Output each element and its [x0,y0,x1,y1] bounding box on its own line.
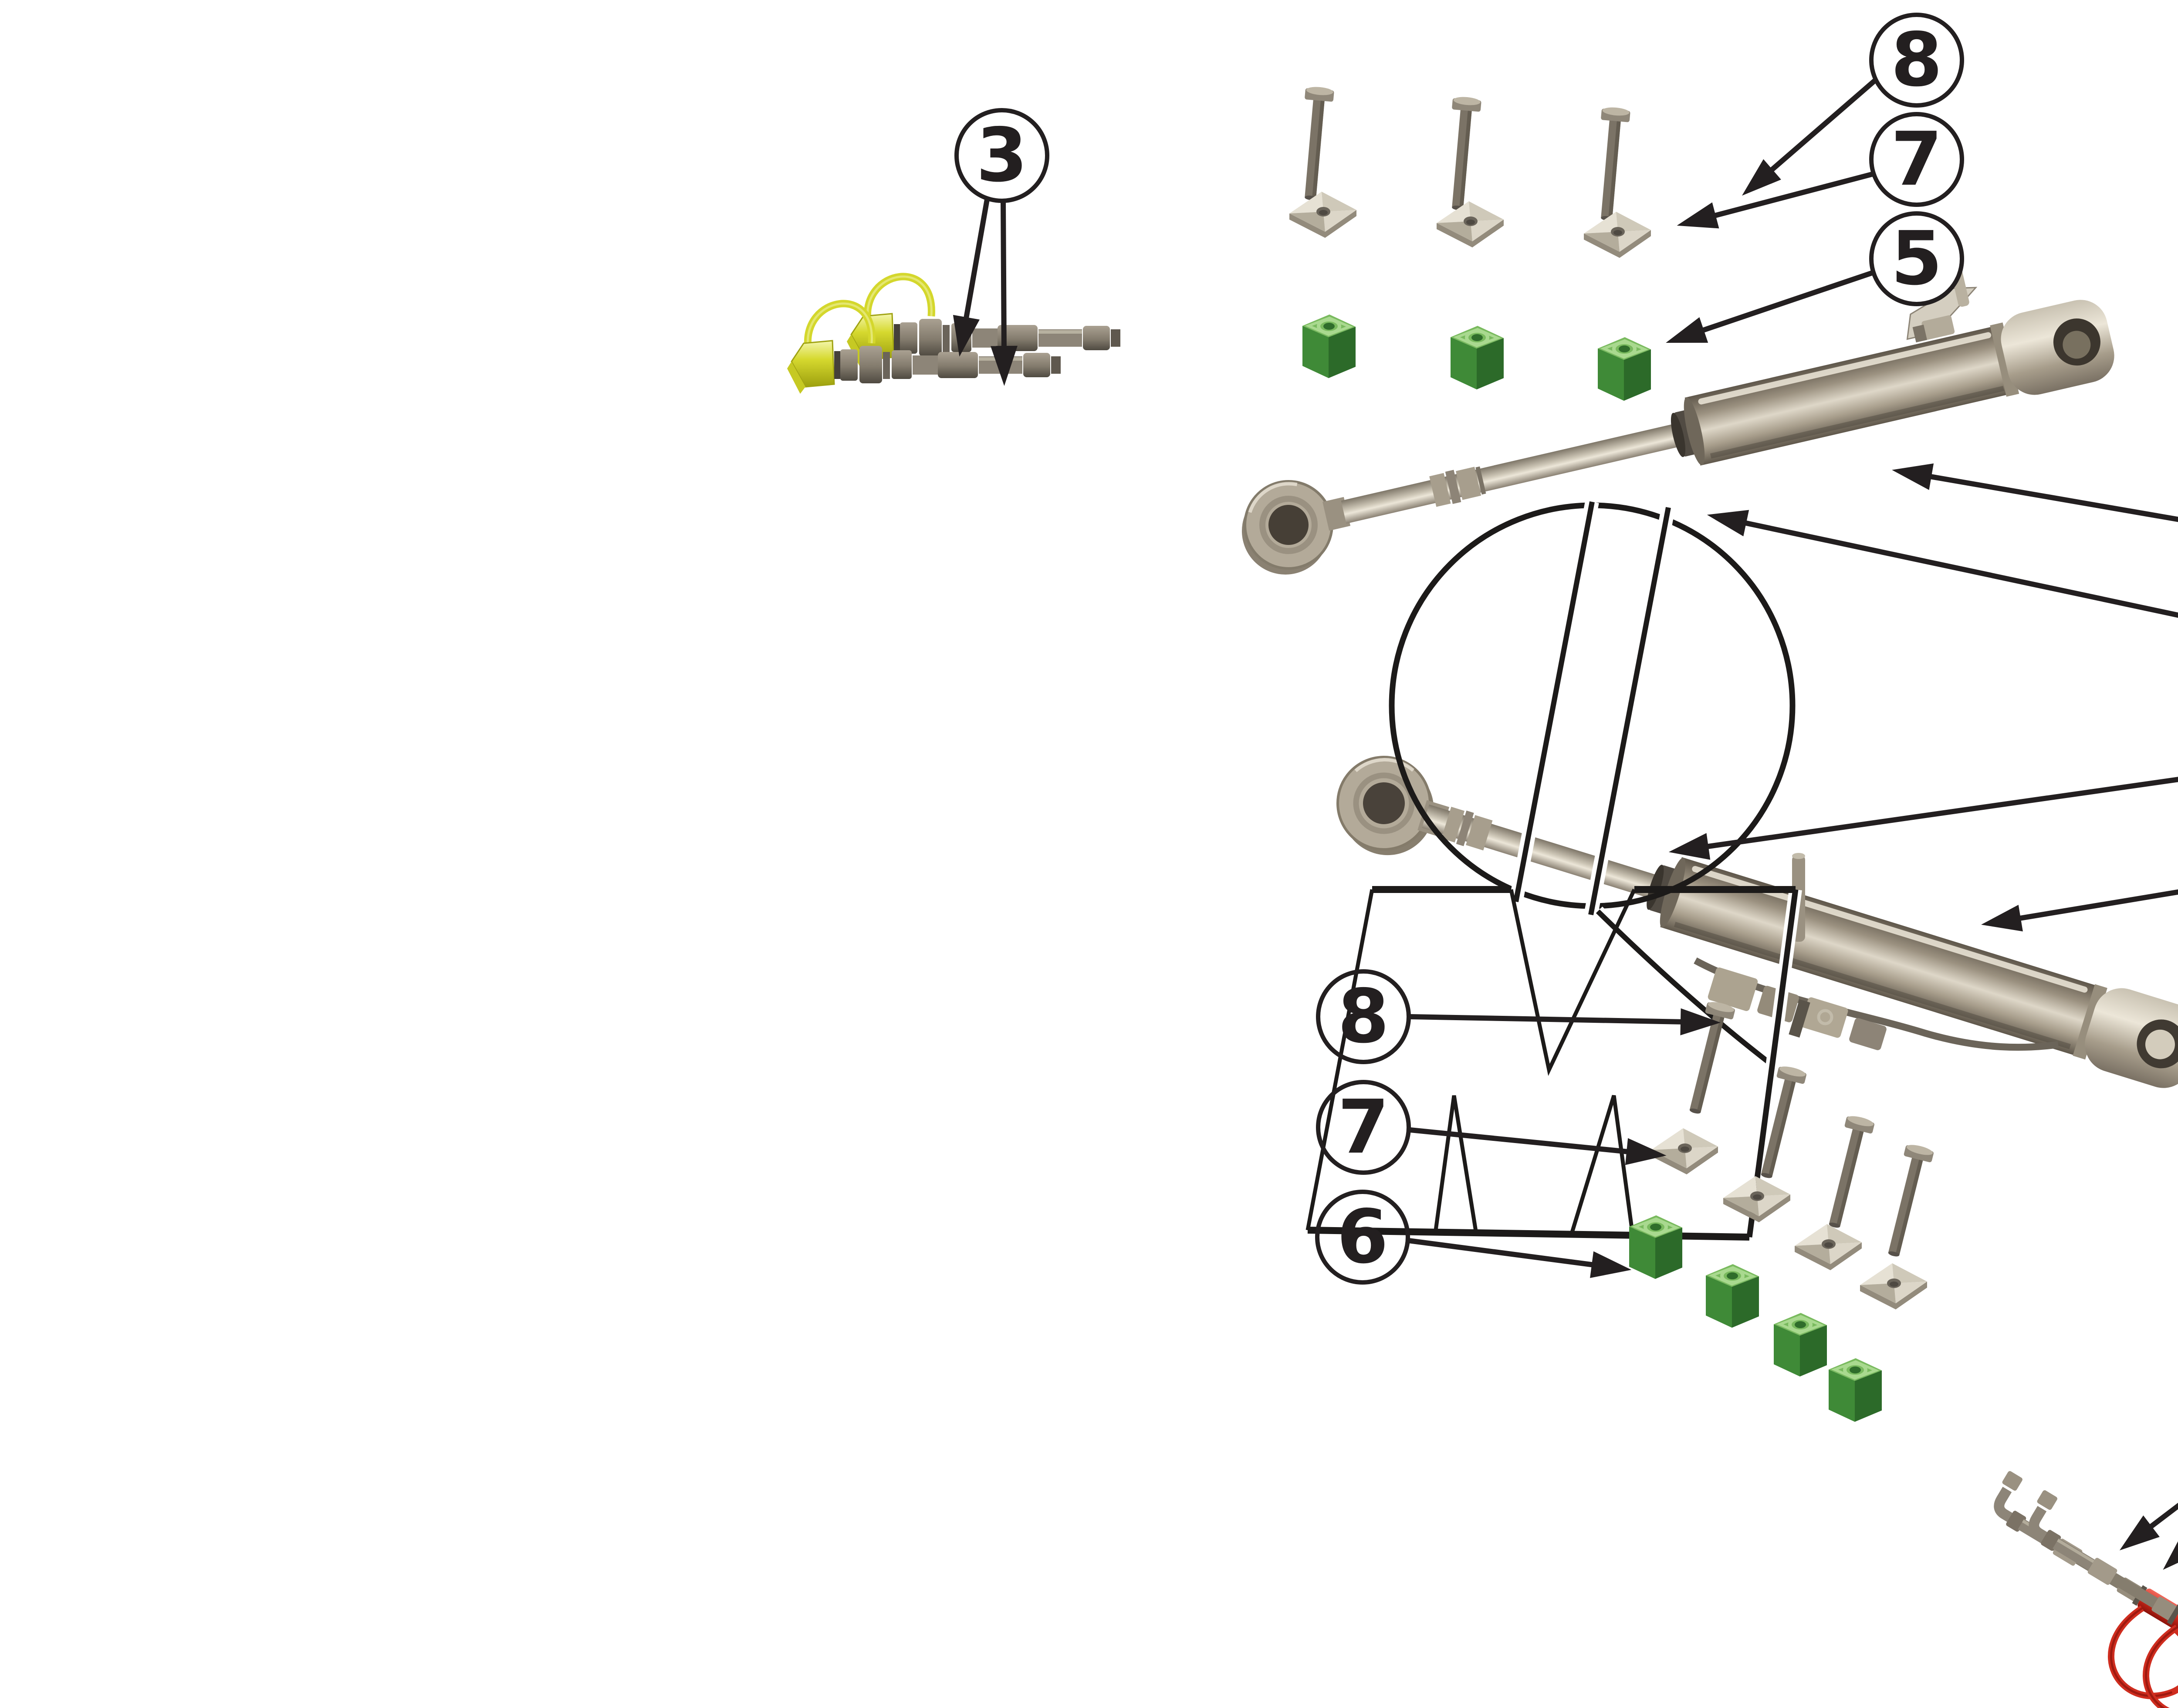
callout-8-bottom-label: 8 [1338,974,1389,1060]
rod-eye-hole-2 [1363,782,1405,824]
leader-3-b [990,200,1018,386]
plate-bottom-1 [1651,1128,1718,1174]
green-block-top-1 [1302,315,1356,378]
plate-top-1 [1289,192,1356,238]
cylinder-barrel-upper [1684,325,2015,466]
detail-circle [1389,501,1796,1071]
leader-4-a [2119,1502,2178,1551]
leader-8-bottom [1410,1008,1721,1035]
leader-1-1 [1707,510,2178,618]
leader-1 [1892,463,2178,522]
hose-end-set [1944,1470,2178,1708]
plate-top-2 [1437,201,1504,247]
bolt-bottom-3 [1820,1114,1876,1231]
bolt-bottom-4 [1879,1143,1935,1260]
callout-8-bottom: 8 [1316,969,1411,1064]
green-block-bottom-1 [1629,1215,1682,1279]
detail-arc [1596,909,1775,1068]
callout-7-bottom-label: 7 [1338,1084,1389,1170]
plate-bottom-2 [1723,1176,1790,1222]
leader-2 [1981,889,2178,932]
callout-3: 3 [954,108,1049,203]
green-block-bottom-4 [1829,1358,1882,1422]
callout-6-bottom-label: 6 [1337,1194,1388,1280]
quick-coupler-set [787,277,1120,394]
callout-5-top: 5 [1869,211,1964,306]
green-block-top-3 [1598,337,1651,401]
callout-7-bottom: 7 [1316,1080,1411,1175]
green-block-top-2 [1451,326,1504,389]
leader-7-bottom [1410,1127,1667,1165]
piston-rod [1341,423,1682,524]
leader-3-a [953,199,990,357]
break-line-2 [1588,507,1671,916]
leader-8-top [1742,75,1880,196]
hardware-group-bottom [1629,1000,1935,1422]
callout-balloons: 8 7 5 3 1 1.1 2.1 2 [954,13,1964,1285]
leader-lines [953,75,2178,1570]
leader-7-top [1677,171,1876,229]
bolt-top-1 [1295,86,1335,201]
hardware-group-top [1289,86,1651,401]
green-block-bottom-2 [1706,1264,1759,1328]
hydraulic-cylinder-upper [1241,262,2114,575]
leader-6-bottom [1408,1238,1632,1278]
cylinder-barrel-lower [1660,857,2102,1057]
plate-bottom-3 [1795,1224,1862,1270]
bolt-top-2 [1443,96,1482,211]
break-line-1 [1513,501,1595,903]
callout-6-bottom: 6 [1315,1190,1410,1285]
rod-eye-hole [1268,505,1309,545]
green-block-bottom-3 [1774,1313,1827,1377]
bolt-top-3 [1592,106,1631,222]
port-bracket-upper [1906,262,1978,343]
plate-bottom-4 [1860,1263,1927,1309]
callout-8-top: 8 [1869,13,1964,108]
callout-5-top-label: 5 [1891,216,1942,302]
plate-top-3 [1584,212,1651,258]
callout-7-top-label: 7 [1891,116,1942,203]
callout-3-label: 3 [976,112,1028,199]
callout-8-top-label: 8 [1891,17,1942,103]
callout-7-top: 7 [1869,112,1964,207]
leader-2-1 [1668,777,2178,860]
leader-5-top [1666,270,1875,343]
